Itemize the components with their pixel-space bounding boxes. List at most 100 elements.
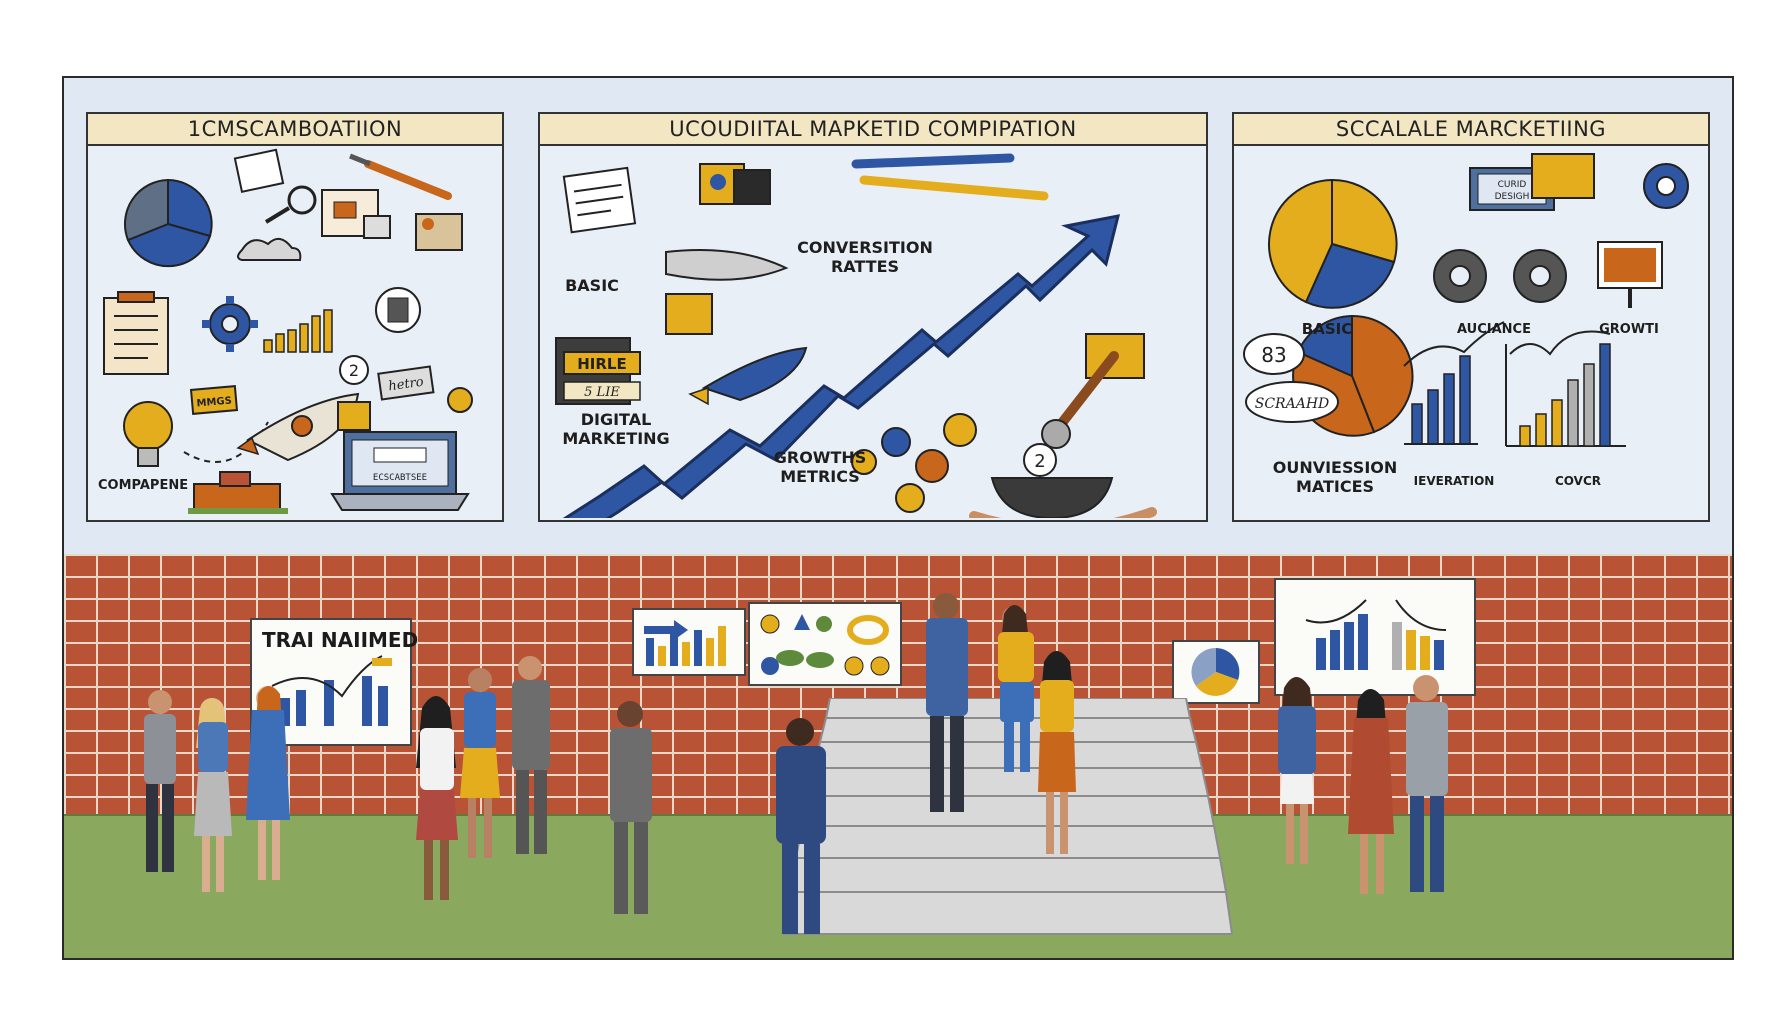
screen-sign-line2: DESIGH [1495, 192, 1530, 202]
note-card-label: MMGS [196, 395, 232, 409]
gold-coin [447, 387, 473, 413]
person [246, 686, 290, 880]
bar-chart-blue-icon [1404, 355, 1478, 445]
cloud-shape [237, 237, 302, 261]
growth-label: GROWTI [1599, 322, 1659, 337]
rocket-icon [236, 392, 360, 462]
panel-right-doodles: CURID DESIGH [1243, 153, 1689, 447]
basic-label: BASIC [565, 276, 619, 295]
bowl-badge-text: 2 [1034, 451, 1045, 472]
companies-label: COMPAPENE [98, 478, 189, 493]
digital-marketing-label: DIGITAL MARKETING [562, 410, 670, 448]
poster-arrows [632, 608, 746, 676]
person [194, 698, 232, 892]
retro-sign: hetro [377, 365, 435, 401]
number-badge: 2 [339, 355, 369, 385]
person [610, 701, 652, 914]
hire-sign: HIRLE 5 LIE [555, 337, 641, 405]
document-icon [562, 166, 637, 234]
marketing-banner: 1CMSCAMBOATIION [64, 78, 1732, 556]
poster-trained: TRAI NAIIMED [250, 618, 418, 746]
person [1348, 689, 1394, 894]
gears-cluster [851, 413, 977, 513]
poster-icons [748, 602, 902, 686]
lightbulb-icon [123, 401, 173, 467]
leveration-label: IEVERATION [1413, 474, 1495, 488]
growth-arrow [562, 214, 1121, 518]
gear-icon [1433, 249, 1567, 303]
panel-middle-title: UCOUDIITAL MAPKETID COMPIPATION [540, 114, 1206, 146]
building-icon [188, 471, 288, 514]
audience-label: AUCIANCE [1457, 322, 1531, 337]
illustration-scene: 1CMSCAMBOATIION [62, 76, 1734, 960]
poster-trained-title: TRAI NAIIMED [262, 628, 419, 652]
panel-middle: UCOUDIITAL MAPKETID COMPIPATION [538, 112, 1208, 522]
person [512, 656, 550, 854]
sketch-cards-icon [321, 189, 391, 239]
speech-bubble-top-text: 83 [1261, 343, 1286, 367]
bar-chart-gold-icon [1505, 343, 1626, 447]
trend-arrow [1403, 321, 1505, 367]
pie-chart-icon [123, 178, 213, 268]
dotted-card [337, 401, 371, 431]
poster-bars [1274, 578, 1476, 696]
growth-metrics-label: GROWTHS METRICS [773, 448, 867, 486]
pie-chart-large-icon [1268, 178, 1398, 309]
poster-pie [1172, 640, 1260, 704]
panel-right: SCCALALE MARCKETIING CURID DESIGH [1232, 112, 1710, 522]
paper-stack-icon [415, 213, 463, 251]
number-badge-text: 2 [349, 361, 359, 380]
gear-icon [202, 296, 258, 352]
poster-bars-chart [1305, 599, 1447, 670]
panel-left-doodles: MMGS 2 hetro [103, 148, 473, 514]
poster-trained-chart [271, 655, 392, 726]
rocket-icon [688, 346, 808, 406]
gear-badge-icon [1643, 163, 1689, 209]
tag-cards-icon [699, 163, 771, 205]
speech-bubble-bottom-text: SCRAAHD [1255, 396, 1330, 412]
paintbrush-icon [349, 153, 452, 200]
stamp-icon [665, 293, 713, 335]
bar-chart-icon [263, 309, 333, 353]
person [460, 668, 500, 858]
trend-line [1509, 330, 1611, 356]
person [1038, 651, 1076, 854]
person [926, 593, 968, 812]
panel-right-title: SCCALALE MARCKETIING [1234, 114, 1708, 146]
panel-left: 1CMSCAMBOATIION [86, 112, 504, 522]
laptop-icon: ECSCABTSEE [330, 431, 470, 511]
screen-sign-icon: CURID DESIGH [1469, 153, 1595, 211]
speech-bubble-bottom: SCRAAHD [1245, 381, 1339, 423]
cover-label: COVCR [1554, 474, 1602, 488]
poster-arrows-chart [644, 620, 726, 666]
bowl-with-badge: 2 [969, 443, 1157, 518]
speech-bubble-top: 83 [1243, 333, 1305, 375]
note-card: MMGS [189, 385, 239, 415]
shield-gear-icon [375, 287, 421, 333]
panel-left-title: 1CMSCAMBOATIION [88, 114, 502, 146]
hire-sign-sub: 5 LIE [584, 385, 620, 400]
person [1278, 677, 1316, 864]
poster-icons-art [760, 614, 890, 676]
hire-sign-label: HIRLE [577, 355, 627, 373]
magnifier-icon [233, 148, 317, 224]
conversion-rates-label: CONVERSITION RATTES [797, 238, 933, 276]
pencils-icon [851, 153, 1049, 201]
person [776, 718, 826, 934]
people-crowd [144, 593, 1448, 934]
stairs [782, 698, 1234, 935]
poster-pie-art [1191, 647, 1240, 696]
clipboard-icon [103, 291, 169, 375]
person [416, 696, 458, 900]
hammer-icon [1041, 333, 1145, 449]
basic-label: BASIC [1301, 320, 1353, 338]
screen-sign-line1: CURID [1498, 180, 1527, 190]
laptop-screen-label: ECSCABTSEE [373, 473, 427, 483]
retro-sign-label: hetro [388, 375, 425, 395]
conversion-metrics-label: OUNVIESSION MATICES [1272, 458, 1398, 496]
person [144, 690, 176, 872]
person [1406, 675, 1448, 892]
person [998, 605, 1034, 772]
panel-middle-doodles: HIRLE 5 LIE [555, 153, 1157, 518]
airship-shape [665, 249, 789, 281]
